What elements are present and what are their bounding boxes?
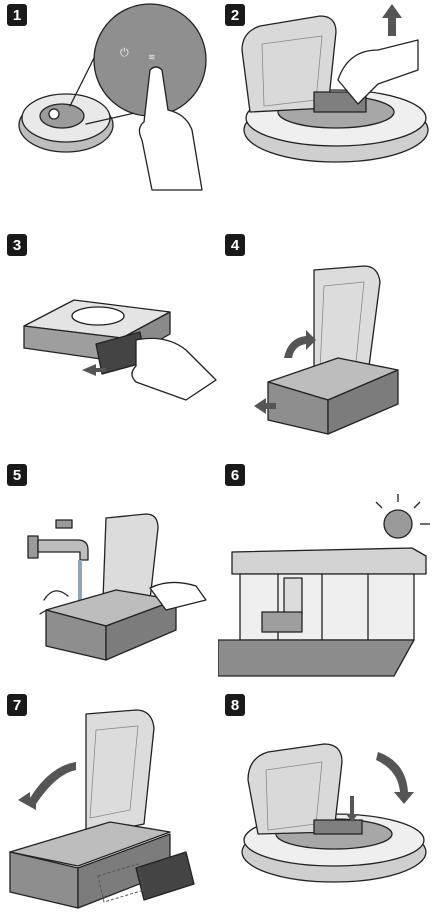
step-4: 4: [218, 230, 436, 460]
close-lid-illustration: [218, 690, 436, 920]
step-3: 3: [0, 230, 218, 460]
step-1: 1 ⏻ ≋: [0, 0, 218, 230]
remove-filter-illustration: [0, 230, 218, 460]
step-2: 2: [218, 0, 436, 230]
robot-power-button-illustration: ⏻ ≋: [0, 0, 218, 230]
open-bin-cover-illustration: [218, 230, 436, 460]
step-6: 6: [218, 460, 436, 690]
step-7: 7: [0, 690, 218, 920]
open-lid-lift-bin-illustration: [218, 0, 436, 230]
svg-text:≋: ≋: [148, 53, 156, 63]
step-8: 8: [218, 690, 436, 920]
step-5: 5: [0, 460, 218, 690]
reinsert-filter-illustration: [0, 690, 218, 920]
rinse-bin-under-tap-illustration: [0, 460, 218, 690]
dry-in-shade-illustration: [218, 460, 436, 690]
svg-text:⏻: ⏻: [120, 46, 129, 59]
